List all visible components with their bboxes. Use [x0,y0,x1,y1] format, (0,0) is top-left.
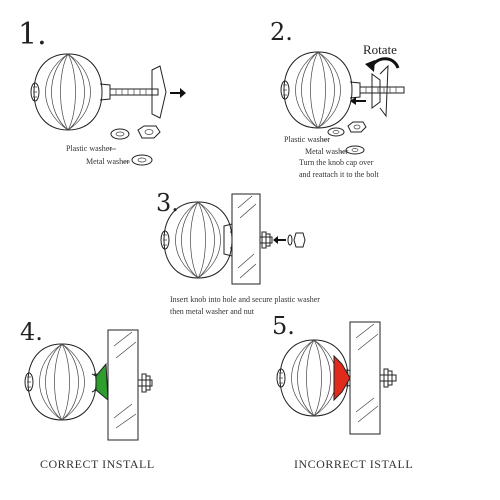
label-plastic-washer-2: Plastic washer [284,135,330,144]
glass-panel-4 [107,329,139,441]
incorrect-cap-highlight [333,354,351,402]
label-rotate: Rotate [363,42,397,57]
insert-instruction-line-1: Insert knob into hole and secure plastic… [170,295,320,304]
knob-drawing-2 [280,51,361,129]
glass-panel-5 [349,321,381,435]
metal-washer-icon [131,154,153,166]
arrow-left-icon [350,97,366,105]
knob-drawing-1 [30,53,111,131]
step-number-2: 2. [270,18,293,46]
label-metal-washer-1: Metal washer [86,157,130,166]
rotate-arrow-icon [370,57,400,69]
turn-instruction-line-1: Turn the knob cap over [299,158,374,167]
arrow-right-icon [170,88,186,98]
insert-instruction-line-2: then metal washer and nut [170,307,255,316]
glass-panel-3 [231,193,261,285]
turn-instruction-line-2: and reattach it to the bolt [299,170,380,179]
knob-drawing-3 [160,201,241,279]
nut-icon [137,125,161,139]
step-3: 3. Insert knob into hole and secure plas… [156,189,320,316]
step-number-4: 4. [20,318,43,346]
label-plastic-washer-1: Plastic washer [66,144,112,153]
step-5: 5. INCORRECT ISTALL [272,312,413,471]
caption-incorrect-install: INCORRECT ISTALL [294,457,413,471]
knob-drawing-4 [24,343,105,421]
step-4: 4. CORRECT INSTALL [20,318,155,471]
label-metal-washer-2: Metal washer [305,147,349,156]
step-number-5: 5. [272,312,295,340]
plastic-washer-icon [110,128,130,140]
correct-cap-highlight [95,362,109,402]
caption-correct-install: CORRECT INSTALL [40,457,155,471]
step-number-3: 3. [156,189,179,217]
arrow-left-icon-3 [273,236,286,244]
flipped-cap-icon [371,73,381,109]
step-1: 1. Plastic washer Metal washer [18,17,186,166]
step-2: 2. Rotate Plastic washer Metal washer Tu… [270,18,405,179]
knob-cap-icon [151,65,167,119]
step-number-1: 1. [18,17,47,52]
